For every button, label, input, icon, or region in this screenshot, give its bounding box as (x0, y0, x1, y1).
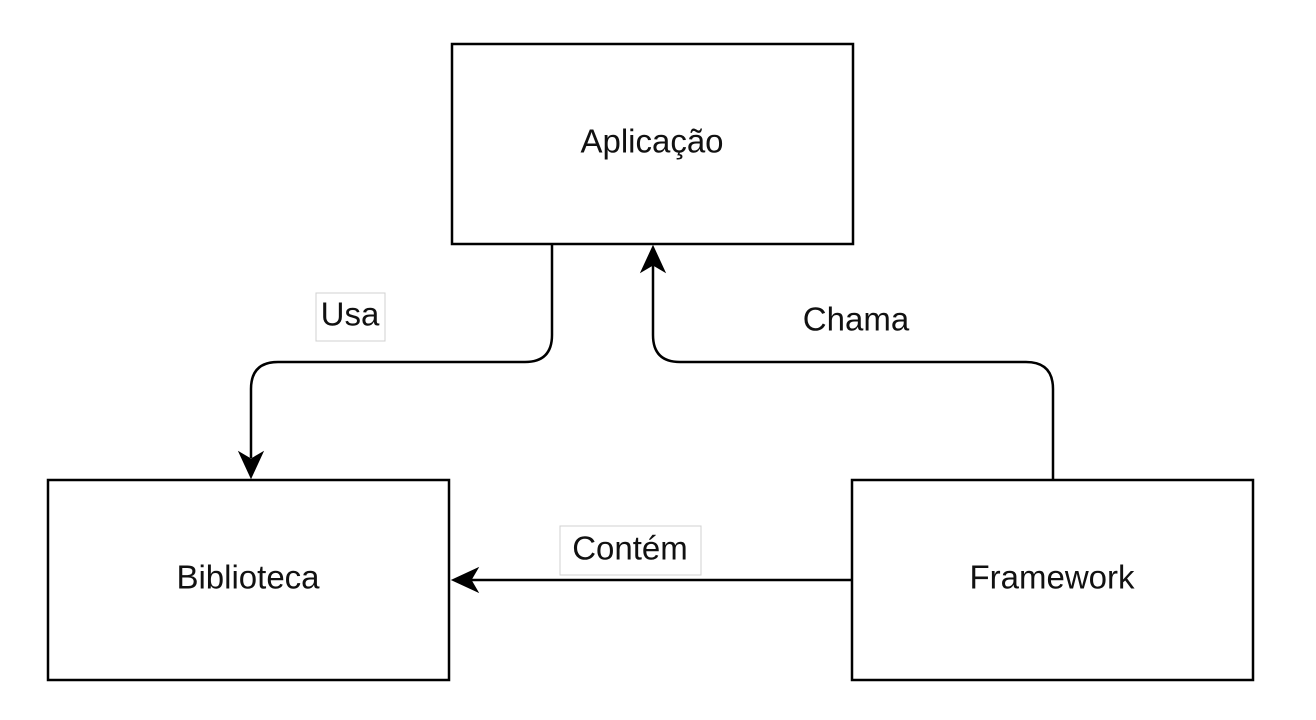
node-framework-label: Framework (969, 559, 1135, 596)
edge-usa[interactable]: Usa (237, 244, 554, 480)
edge-contem-arrowhead (450, 566, 480, 594)
edge-chama-arrowhead (639, 244, 667, 274)
edge-usa-label: Usa (321, 296, 380, 333)
node-biblioteca-box (46, 478, 451, 682)
edge-usa-label-bg (315, 292, 386, 342)
edge-contem-label: Contém (572, 530, 688, 567)
node-biblioteca-label: Biblioteca (176, 559, 320, 596)
edge-usa-arrowhead (237, 450, 265, 480)
edge-usa-line (249, 244, 554, 458)
node-framework[interactable]: Framework (850, 478, 1255, 682)
edge-chama-label: Chama (803, 301, 910, 338)
edge-contem[interactable]: Contém (450, 525, 852, 594)
edge-contem-label-bg (559, 525, 702, 576)
edge-chama-line (651, 264, 1055, 480)
node-aplicacao-label: Aplicação (580, 123, 723, 160)
edge-chama[interactable]: Chama (639, 244, 1055, 480)
node-aplicacao[interactable]: Aplicação (450, 42, 855, 246)
node-biblioteca[interactable]: Biblioteca (46, 478, 451, 682)
node-aplicacao-box (450, 42, 855, 246)
